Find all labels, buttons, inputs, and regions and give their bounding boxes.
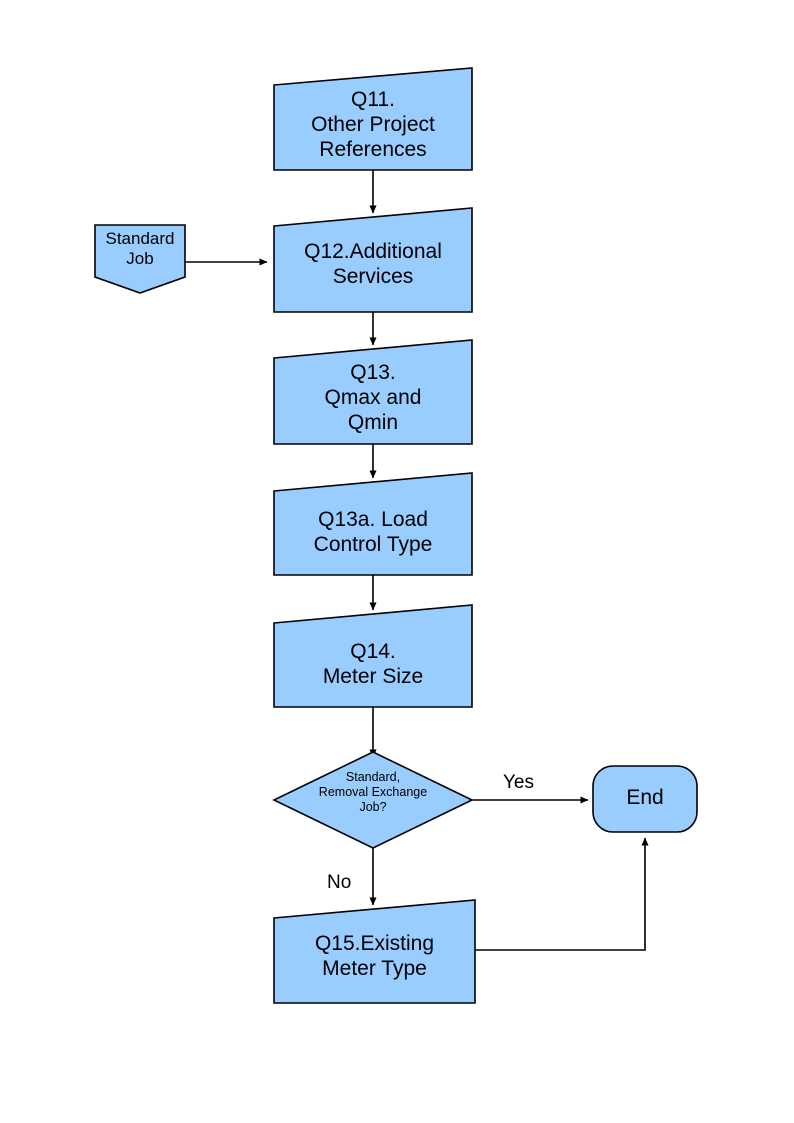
node-decision-shape[interactable] — [272, 751, 474, 849]
node-q12-shape[interactable] — [273, 207, 473, 313]
node-q11-shape[interactable] — [273, 67, 473, 171]
edge-label-yes: Yes — [503, 772, 534, 793]
edge-q15-to-end — [475, 837, 649, 951]
node-standard-job-shape[interactable] — [94, 224, 186, 294]
edge-label-no: No — [327, 872, 352, 893]
node-q15-shape[interactable] — [273, 899, 476, 1004]
node-end-shape[interactable] — [592, 765, 698, 833]
node-layer — [94, 67, 698, 1004]
node-q14-shape[interactable] — [273, 604, 473, 708]
connector-layer — [185, 170, 649, 951]
node-q13a-shape[interactable] — [273, 472, 473, 576]
node-q13-shape[interactable] — [273, 339, 473, 445]
